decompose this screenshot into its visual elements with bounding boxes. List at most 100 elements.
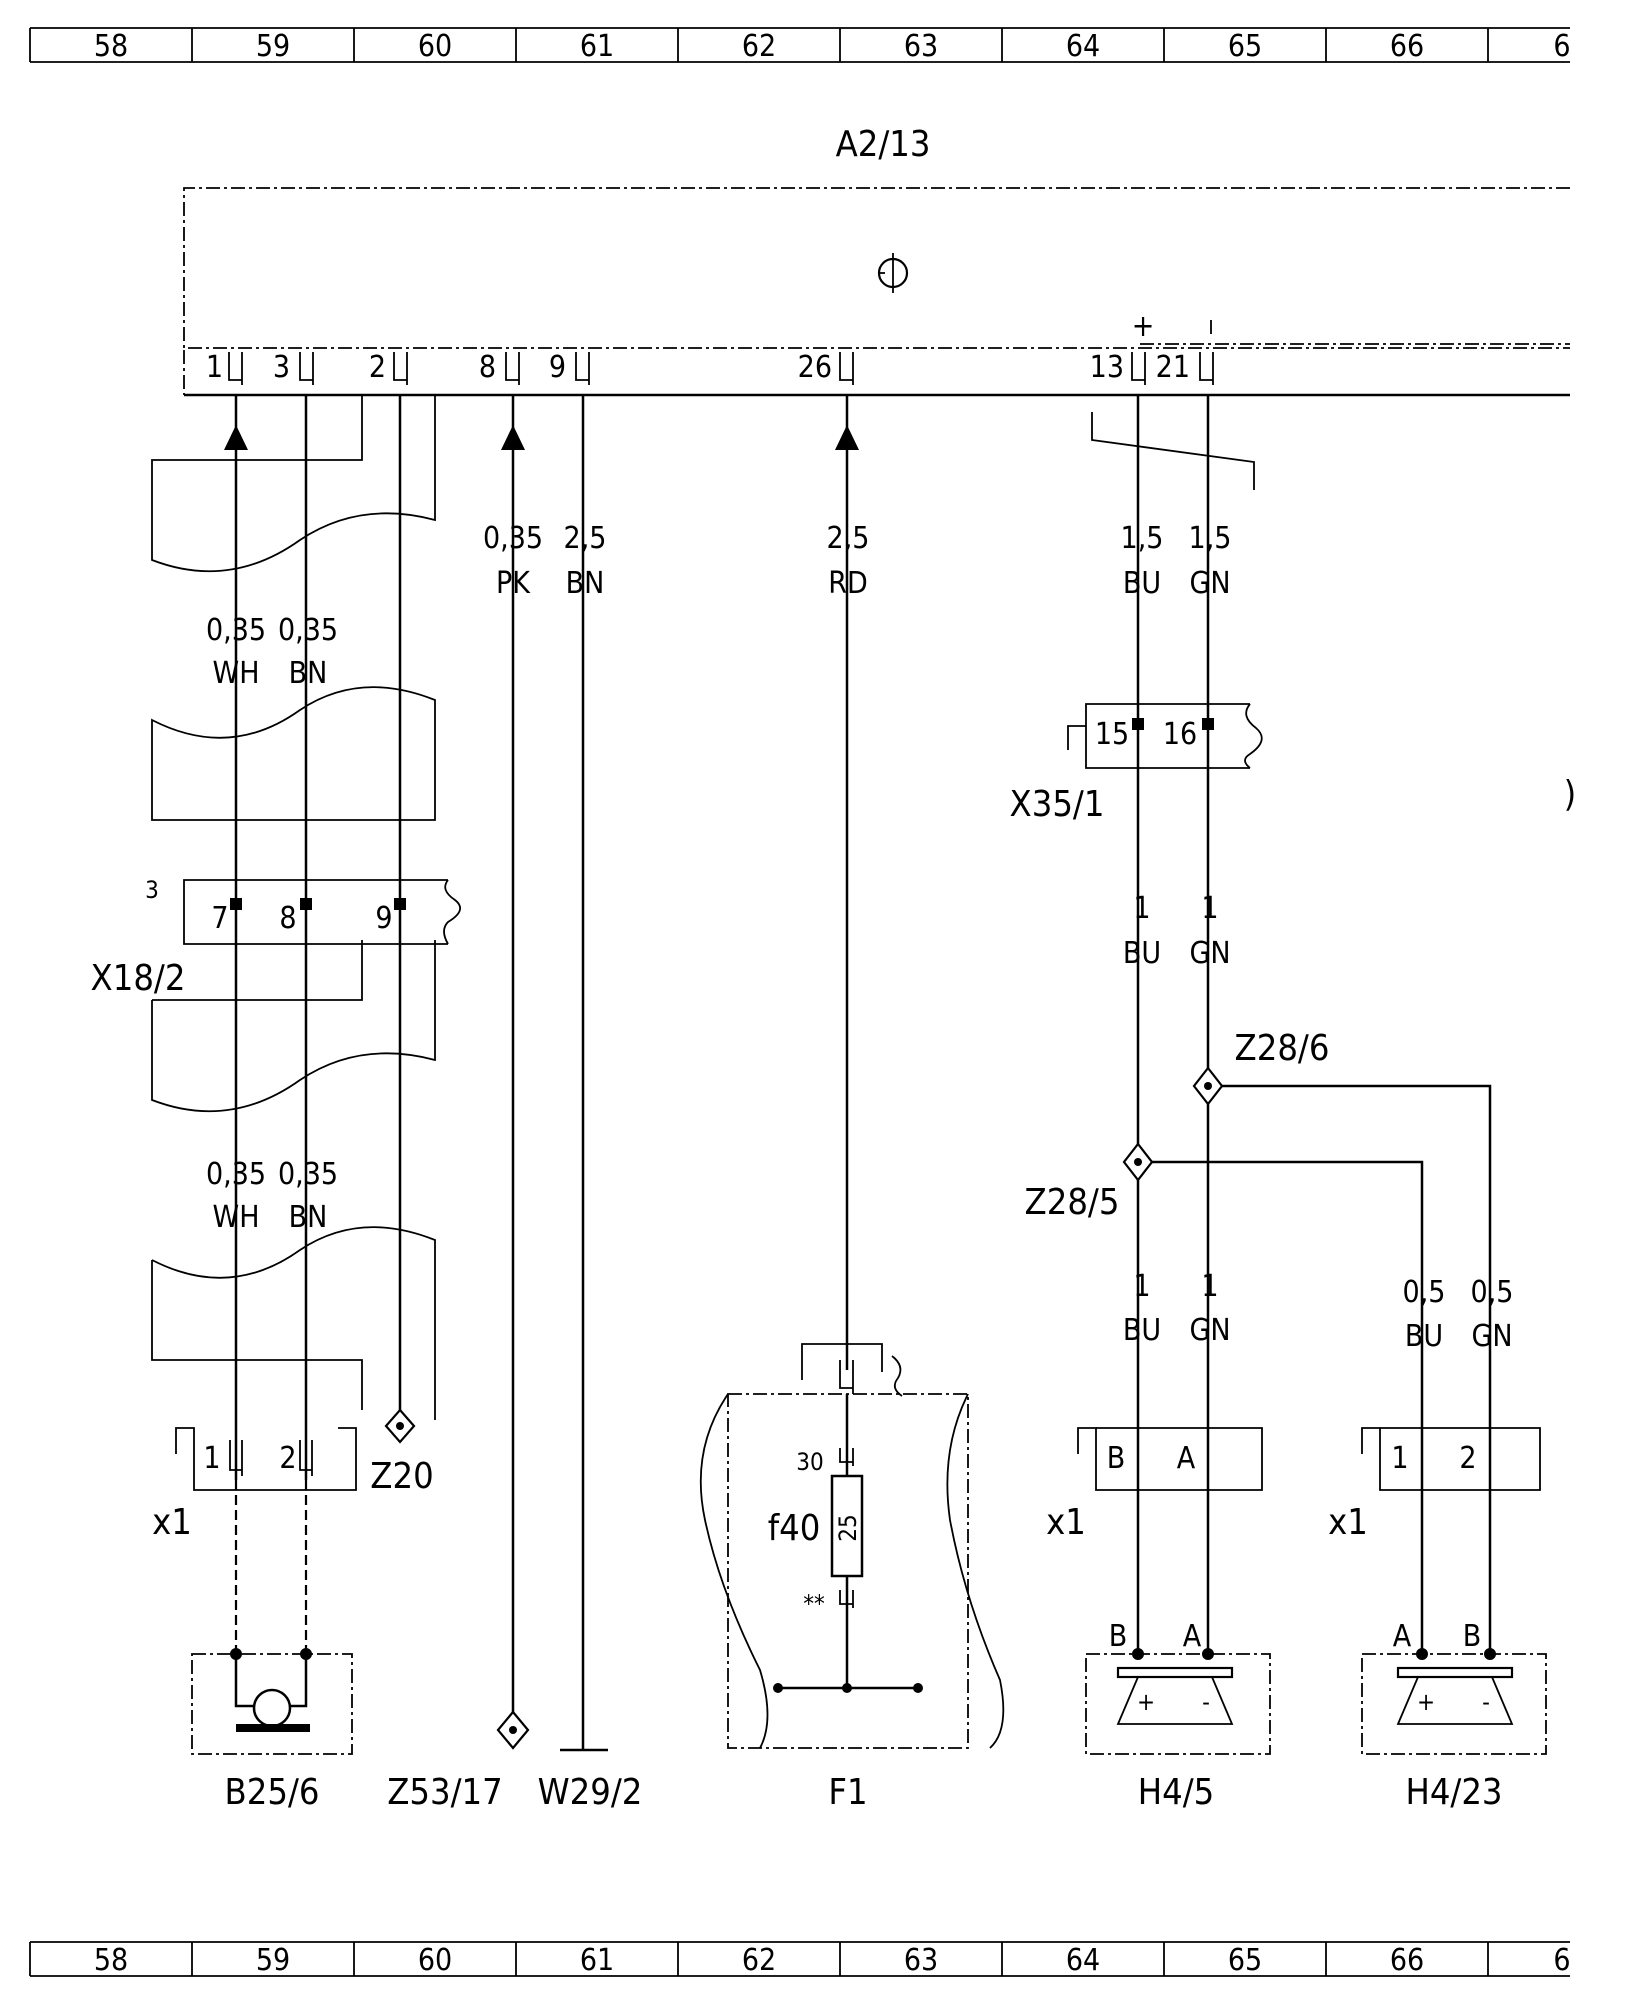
speaker-icon: + - <box>1396 1666 1514 1725</box>
connector-x18-2: 3 7 8 9 X18/2 <box>91 876 462 999</box>
speaker-h45-plus: + <box>1137 1688 1155 1716</box>
continuation-bracket: ) <box>1564 774 1577 815</box>
arrow-up-icon <box>501 425 525 450</box>
wire-gauge-gn-1-b: 1 <box>1201 1269 1218 1304</box>
speaker-h4-23-label: H4/23 <box>1405 1772 1502 1813</box>
connector-h423-pin-2: 2 <box>1459 1441 1476 1476</box>
splice-z28-5: Z28/5 <box>1025 1142 1154 1223</box>
speaker-h423-pin-b: B <box>1463 1619 1482 1654</box>
speaker-icon: + - <box>1116 1666 1234 1725</box>
splice-z28-6-label: Z28/6 <box>1235 1028 1330 1069</box>
harness-left: 0,35 WH 0,35 BN 0,35 WH 0,35 BN 3 7 8 9 … <box>91 395 462 1813</box>
wire-color-rd: RD <box>828 566 868 601</box>
splice-z28-5-label: Z28/5 <box>1025 1182 1120 1223</box>
connector-x18-pin-8: 8 <box>279 901 296 936</box>
grid-col-67-partial-bottom: 6 <box>1553 1943 1570 1978</box>
wire-color-bn-2-5: BN <box>566 566 605 601</box>
connector-x35-pin-16: 16 <box>1163 717 1197 752</box>
speaker-h45-minus: - <box>1202 1688 1210 1716</box>
wire-rd: 2,5 RD <box>827 395 869 1370</box>
fuse-pin-30: 30 <box>796 1448 823 1476</box>
wire-color-bn-b: BN <box>289 1200 328 1235</box>
radio-symbol-icon <box>877 253 909 293</box>
splice-z20-label: Z20 <box>370 1456 433 1497</box>
wire-color-gn-0-5: GN <box>1471 1319 1512 1354</box>
control-unit-label: A2/13 <box>836 124 931 165</box>
fuse-rating: 25 <box>834 1514 862 1541</box>
pin-terminals <box>228 352 1214 385</box>
wire-color-bu-1-5: BU <box>1123 566 1161 601</box>
grid-col-62-bottom: 62 <box>742 1943 776 1978</box>
connector-x1-h4-23: 1 2 x1 <box>1328 1427 1541 1543</box>
pin-label-2: 2 <box>369 350 386 385</box>
wire-color-gn-1-a: GN <box>1189 936 1230 971</box>
pin-label-13: 13 <box>1090 350 1124 385</box>
grid-col-60-bottom: 60 <box>418 1943 452 1978</box>
connector-x1-b25-label: x1 <box>152 1502 192 1543</box>
speaker-h423-plus: + <box>1417 1688 1435 1716</box>
grid-col-63: 63 <box>904 29 938 64</box>
grid-col-64-bottom: 64 <box>1066 1943 1100 1978</box>
wire-gauge-gn-1-a: 1 <box>1201 891 1218 926</box>
grid-col-58: 58 <box>94 29 128 64</box>
plus-mark: + <box>1132 309 1155 344</box>
grid-col-65-bottom: 65 <box>1228 1943 1262 1978</box>
grid-col-66-bottom: 66 <box>1390 1943 1424 1978</box>
speaker-h4-5-label: H4/5 <box>1138 1772 1214 1813</box>
wire-gauge-bu-1-b: 1 <box>1133 1269 1150 1304</box>
grid-col-62: 62 <box>742 29 776 64</box>
wire-color-pk: PK <box>496 566 531 601</box>
wire-gauge-bu-0-5: 0,5 <box>1403 1275 1446 1310</box>
component-b25-6-label: B25/6 <box>225 1772 320 1813</box>
component-b25-6: B25/6 <box>191 1648 353 1813</box>
connector-x1-h4-5: B A x1 <box>1046 1427 1263 1543</box>
wire-color-bu-0-5: BU <box>1405 1319 1443 1354</box>
connector-x35-pin-15: 15 <box>1095 717 1129 752</box>
connector-x1-b25-pin-2: 2 <box>279 1441 296 1476</box>
wire-color-bn-a: BN <box>289 656 328 691</box>
wire-gauge-pk: 0,35 <box>483 521 543 556</box>
component-f1-label: F1 <box>828 1772 867 1813</box>
wire-color-wh-a: WH <box>213 656 260 691</box>
speaker-h45-pin-a: A <box>1183 1619 1202 1654</box>
wire-pk: 0,35 PK Z53/17 <box>387 395 543 1813</box>
wire-color-gn-1-5: GN <box>1189 566 1230 601</box>
splice-z28-6: Z28/6 <box>1192 1028 1330 1106</box>
grid-col-59: 59 <box>256 29 290 64</box>
pin-label-3: 3 <box>273 350 290 385</box>
connector-x35-1: 15 16 X35/1 <box>1010 703 1263 825</box>
microphone-icon <box>236 1688 310 1732</box>
grid-col-66: 66 <box>1390 29 1424 64</box>
wire-color-wh-b: WH <box>213 1200 260 1235</box>
wire-gauge-bn-b: 0,35 <box>278 1157 338 1192</box>
pin-label-26: 26 <box>798 350 832 385</box>
grid-col-67-partial: 6 <box>1553 29 1570 64</box>
wire-gauge-wh-a: 0,35 <box>206 613 266 648</box>
connector-x1-h45-label: x1 <box>1046 1502 1086 1543</box>
speaker-harness: 1,5 BU 1,5 GN 15 16 X35/1 ) 1 BU 1 GN Z2… <box>1010 395 1577 1813</box>
speaker-h423-pin-a: A <box>1393 1619 1412 1654</box>
wire-gauge-bu-1-a: 1 <box>1133 891 1150 926</box>
grid-col-59-bottom: 59 <box>256 1943 290 1978</box>
grid-col-65: 65 <box>1228 29 1262 64</box>
pin-label-9: 9 <box>549 350 566 385</box>
control-unit-a2-13: A2/13 1 3 2 8 9 26 13 21 + <box>183 124 1570 397</box>
pin-label-1: 1 <box>206 350 223 385</box>
wire-gauge-bu-1-5: 1,5 <box>1121 521 1164 556</box>
component-f1: 30 25 f40 ** F1 <box>699 1343 1005 1813</box>
connector-x1-h423-label: x1 <box>1328 1502 1368 1543</box>
speaker-h4-5: B A + - H4/5 <box>1085 1619 1271 1813</box>
grid-col-63-bottom: 63 <box>904 1943 938 1978</box>
wire-gauge-gn-1-5: 1,5 <box>1189 521 1232 556</box>
splice-z53-17-label: Z53/17 <box>387 1772 503 1813</box>
grid-bar-top: 58 59 60 61 62 63 64 65 66 6 <box>29 27 1571 64</box>
grid-col-64: 64 <box>1066 29 1100 64</box>
connector-x18-pin-9: 9 <box>375 901 392 936</box>
grid-col-61: 61 <box>580 29 614 64</box>
wire-color-bu-1-a: BU <box>1123 936 1161 971</box>
wire-color-bu-1-b: BU <box>1123 1313 1161 1348</box>
wire-gauge-bn-2-5: 2,5 <box>564 521 607 556</box>
speaker-h45-pin-b: B <box>1109 1619 1128 1654</box>
pin-label-8: 8 <box>479 350 496 385</box>
